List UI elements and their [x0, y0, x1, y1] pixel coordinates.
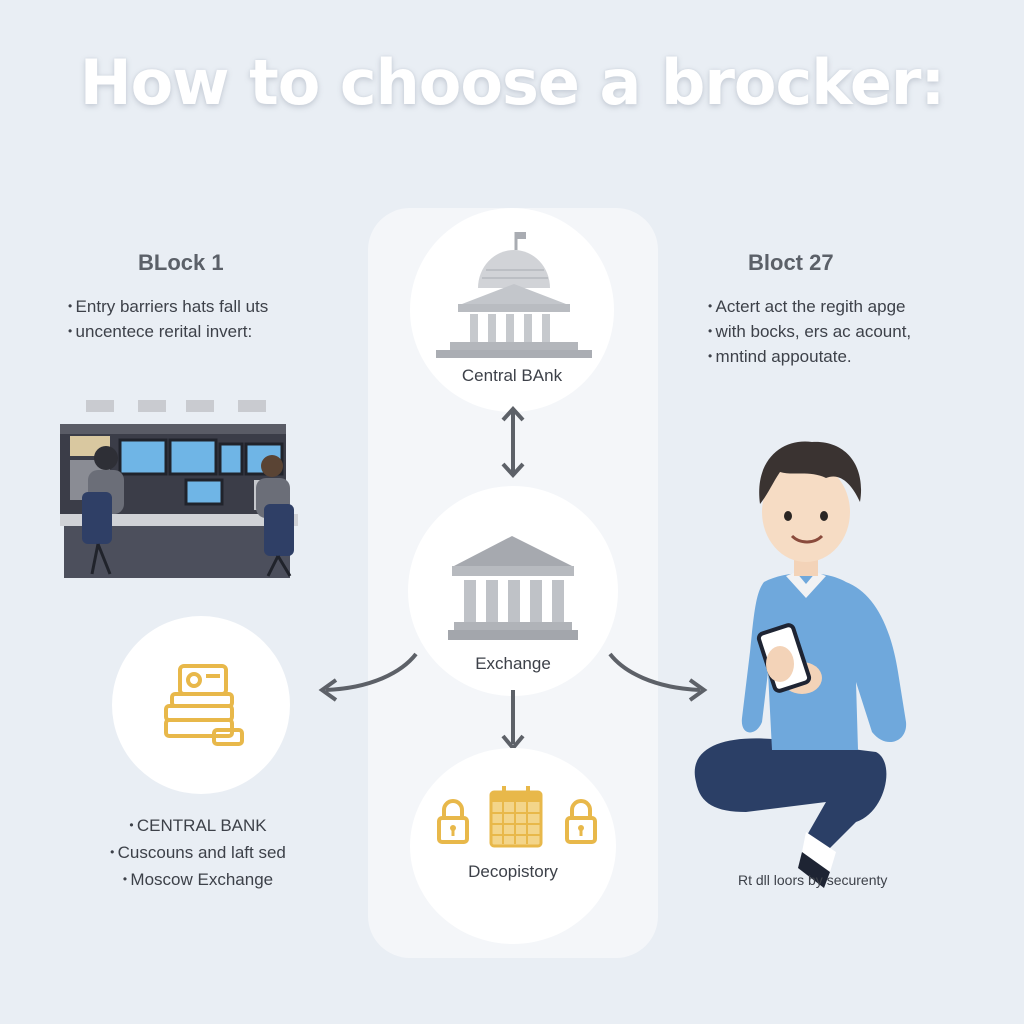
- vault-calendar-icon: [489, 786, 543, 848]
- bottom-list-item: Moscow Exchange: [68, 866, 328, 893]
- exchange-label: Exchange: [475, 654, 551, 673]
- block-1-bullet: Entry barriers hats fall uts: [68, 294, 269, 319]
- block-2-bullet: Actert act the regith apge: [708, 294, 911, 319]
- footnote: Rt dll loors by securenty: [738, 872, 888, 888]
- person-with-phone-illustration: [694, 441, 907, 888]
- block-2-bullet: mntind appoutate.: [708, 344, 911, 369]
- down-arrow-icon: [501, 690, 525, 752]
- bottom-list-item: Cuscouns and laft sed: [68, 839, 328, 866]
- trading-desk-illustration: [60, 400, 298, 578]
- exchange-building-icon: [448, 536, 578, 640]
- central-bank-label: Central BAnk: [461, 366, 563, 385]
- curved-arrow-right-icon: [608, 652, 708, 702]
- lock-icon: [565, 799, 597, 844]
- block-2-bullet: with bocks, ers ac acount,: [708, 319, 912, 344]
- central-bank-building-icon: [436, 232, 592, 358]
- lock-icon: [437, 799, 469, 844]
- block-2-title: Bloct 27: [748, 250, 834, 275]
- bottom-list-item: CENTRAL BANK: [68, 812, 328, 839]
- double-arrow-icon: [501, 406, 525, 478]
- block-1-bullet: uncentece rerital invert:: [68, 319, 268, 344]
- card-stack-icon: [164, 664, 244, 746]
- bottom-list: CENTRAL BANK Cuscouns and laft sed Mosco…: [68, 812, 328, 893]
- curved-arrow-left-icon: [318, 652, 418, 702]
- depository-label: Decopistory: [468, 862, 558, 881]
- block-1-title: BLock 1: [138, 250, 224, 275]
- page-title: How to choose a brocker:: [79, 46, 946, 119]
- block-1-bullets: Entry barriers hats fall uts uncentece r…: [68, 294, 269, 344]
- block-2-bullets: Actert act the regith apge with bocks, e…: [708, 294, 912, 369]
